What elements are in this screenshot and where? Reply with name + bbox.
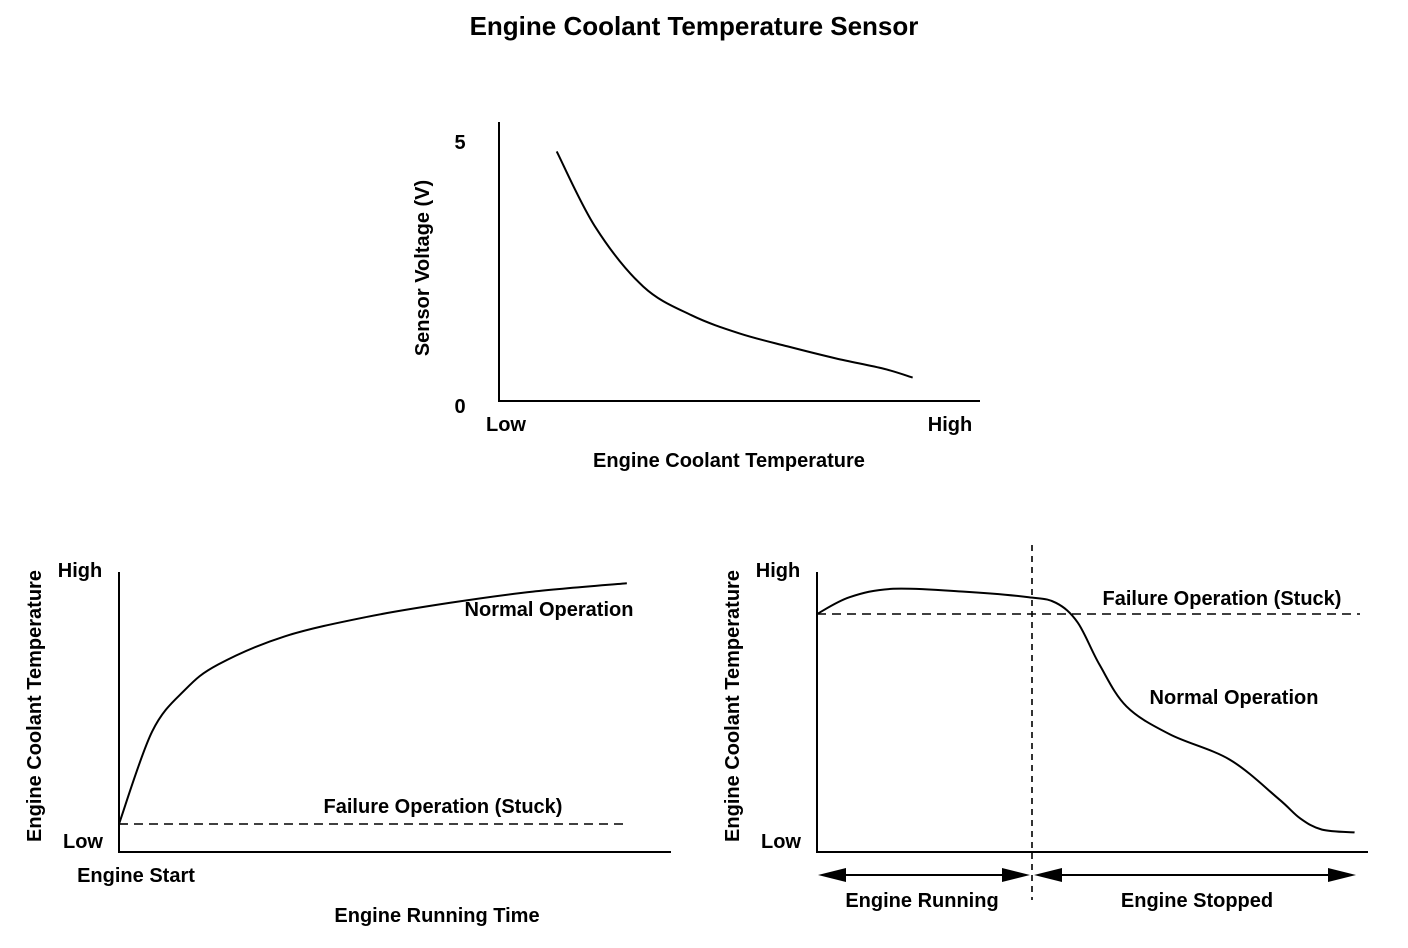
engine-stopped-arrow — [1034, 868, 1356, 882]
stopped-normal-curve — [816, 587, 1355, 834]
running-time-chart: High Low Engine Start Engine Running Tim… — [24, 560, 671, 927]
running-y-tick-low: Low — [63, 831, 103, 853]
stopped-normal-label: Normal Operation — [1150, 687, 1319, 709]
voltage-x-label: Engine Coolant Temperature — [593, 450, 865, 472]
voltage-y-tick-min: 0 — [454, 396, 465, 418]
voltage-x-tick-high: High — [928, 414, 972, 436]
running-stopped-chart: High Low Engine Coolant Temperature Fail… — [722, 545, 1368, 912]
stopped-y-label: Engine Coolant Temperature — [722, 570, 744, 842]
running-y-tick-high: High — [58, 560, 102, 582]
voltage-y-tick-max: 5 — [454, 132, 465, 154]
running-normal-curve — [118, 582, 627, 825]
engine-running-label: Engine Running — [845, 890, 998, 912]
running-x-label: Engine Running Time — [334, 905, 539, 927]
engine-stopped-label: Engine Stopped — [1121, 890, 1273, 912]
page-title: Engine Coolant Temperature Sensor — [470, 11, 919, 41]
voltage-curve — [555, 150, 913, 379]
voltage-y-label: Sensor Voltage (V) — [412, 180, 434, 356]
stopped-y-tick-high: High — [756, 560, 800, 582]
running-x-tick-start: Engine Start — [77, 865, 195, 887]
stopped-y-tick-low: Low — [761, 831, 801, 853]
running-y-label: Engine Coolant Temperature — [24, 570, 46, 842]
running-failure-label: Failure Operation (Stuck) — [324, 796, 563, 818]
stopped-failure-label: Failure Operation (Stuck) — [1103, 588, 1342, 610]
engine-running-arrow — [818, 868, 1030, 882]
running-normal-label: Normal Operation — [465, 599, 634, 621]
voltage-chart: 5 0 Low High Engine Coolant Temperature … — [412, 122, 980, 472]
voltage-x-tick-low: Low — [486, 414, 526, 436]
